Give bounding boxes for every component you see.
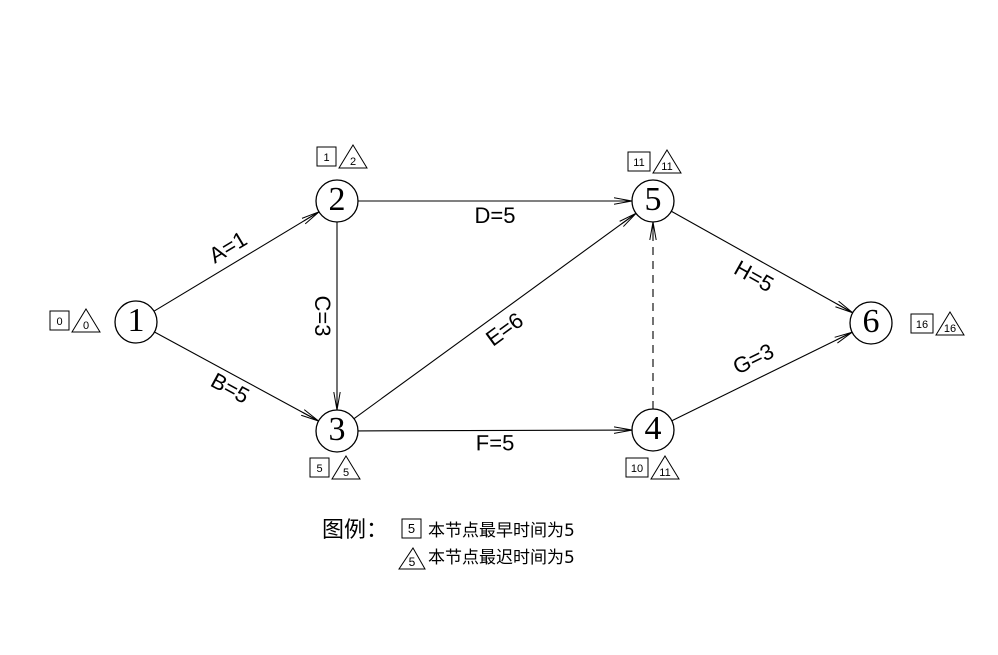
node-2-early-box [316, 146, 337, 167]
node-3-late-triangle [331, 455, 361, 480]
edge-3-5-arrow [353, 213, 636, 420]
node-4-early-time: 10 [631, 463, 643, 475]
node-6-late-triangle [935, 311, 965, 336]
node-1-late-triangle [71, 308, 101, 333]
legend: 图例： 5 本节点最早时间为5 5 本节点最迟时间为5 [322, 518, 575, 570]
node-6-circle [849, 301, 893, 345]
edge-label-3-5: E=6 [481, 307, 528, 351]
node-4: 4 [631, 408, 675, 452]
edge-label-2-5: D=5 [475, 203, 516, 228]
node-5-time-marks: 11 11 [627, 149, 682, 174]
node-1-circle [114, 300, 158, 344]
edge-label-1-3: B=5 [207, 368, 254, 409]
node-6-late-time: 16 [944, 323, 956, 335]
node-2-late-triangle [338, 144, 368, 169]
node-5-circle [631, 179, 675, 223]
nodes-layer: 1 2 3 4 5 6 [114, 179, 893, 453]
node-1-late-time: 0 [83, 320, 89, 332]
node-6: 6 [849, 301, 893, 345]
node-6-label: 6 [863, 303, 880, 340]
edge-5-6-arrow [671, 210, 852, 314]
node-4-label: 4 [645, 410, 662, 447]
edges-layer: A=1B=5 C=3 D=5E=6F=5 G=3 H=5 [153, 201, 853, 455]
node-1-early-time: 0 [56, 316, 62, 328]
node-2-late-time: 2 [350, 156, 356, 168]
legend-late-sample: 5 [409, 555, 416, 569]
node-6-early-box [910, 313, 934, 334]
node-5-early-time: 11 [633, 157, 644, 169]
node-2-label: 2 [329, 181, 346, 218]
edge-label-4-6: G=3 [729, 338, 778, 379]
node-3-label: 3 [329, 411, 346, 448]
node-1-label: 1 [128, 302, 145, 339]
edge-3-4-arrow [357, 430, 632, 431]
legend-early-box [401, 518, 422, 539]
node-3-circle [315, 409, 359, 453]
edge-4-6-arrow [671, 331, 852, 422]
legend-early-sample: 5 [408, 521, 415, 536]
node-4-time-marks: 10 11 [625, 455, 680, 480]
node-5: 5 [631, 179, 675, 223]
edge-label-3-4: F=5 [476, 430, 515, 455]
node-3-early-time: 5 [316, 463, 322, 475]
node-3-late-time: 5 [343, 467, 349, 479]
node-5-label: 5 [645, 181, 662, 218]
legend-late-text: 本节点最迟时间为5 [428, 548, 575, 568]
node-5-late-triangle [652, 149, 682, 174]
node-4-early-box [625, 457, 649, 478]
node-5-late-time: 11 [661, 161, 672, 173]
legend-late-triangle [398, 547, 426, 570]
edge-label-2-3: C=3 [310, 296, 335, 337]
edge-label-1-2: A=1 [204, 226, 251, 268]
node-5-early-box [627, 151, 651, 172]
node-4-late-time: 11 [659, 467, 670, 479]
node-2-early-time: 1 [323, 152, 329, 164]
node-1-early-box [49, 310, 70, 331]
node-4-late-triangle [650, 455, 680, 480]
legend-early-text: 本节点最早时间为5 [428, 521, 575, 541]
node-6-early-time: 16 [916, 319, 928, 331]
node-2-circle [315, 179, 359, 223]
edge-1-2-arrow [153, 211, 319, 312]
node-3: 3 [315, 409, 359, 453]
node-4-circle [631, 408, 675, 452]
node-1: 1 [114, 300, 158, 344]
edge-label-5-6: H=5 [730, 255, 778, 297]
edge-1-3-arrow [154, 331, 318, 422]
node-2: 2 [315, 179, 359, 223]
node-3-early-box [309, 457, 330, 478]
legend-title: 图例： [322, 518, 388, 543]
